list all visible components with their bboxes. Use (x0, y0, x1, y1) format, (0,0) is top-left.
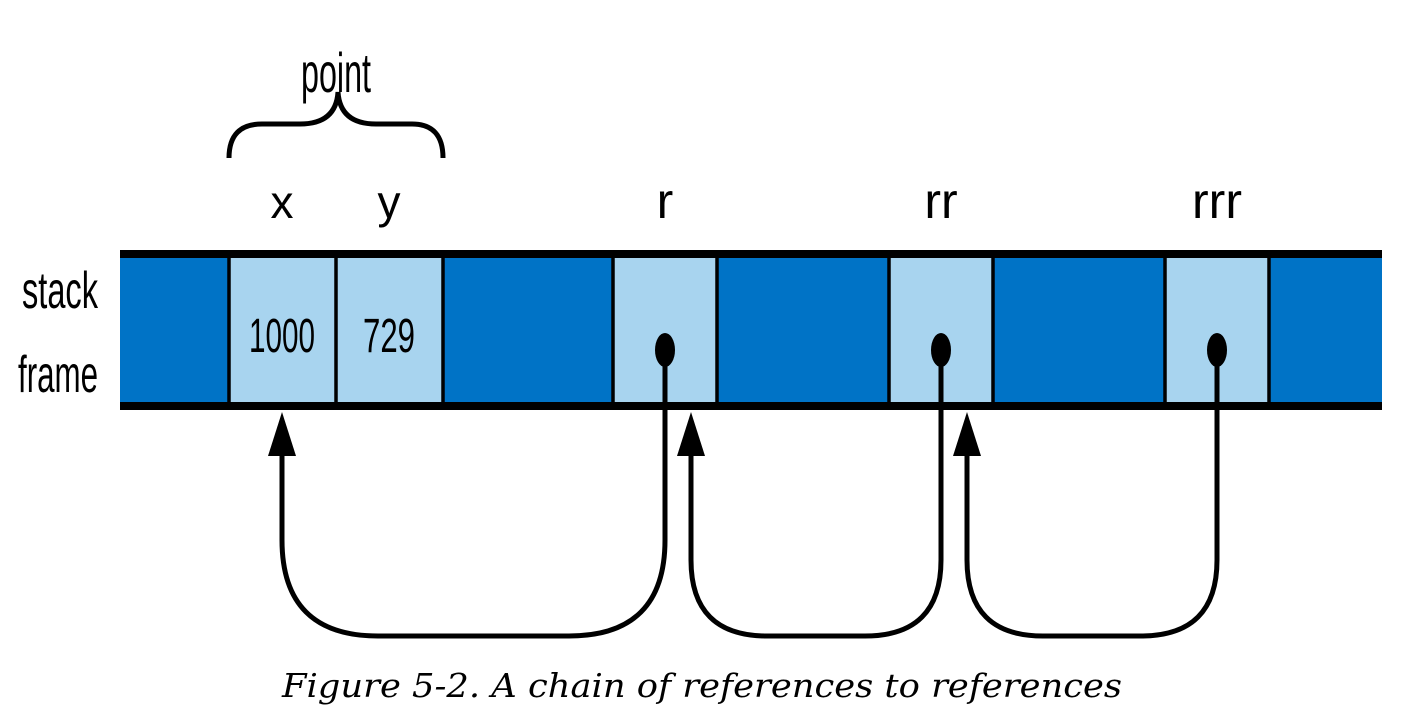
rr-to-r-arrow (688, 350, 944, 639)
arrowhead-rr (953, 412, 981, 456)
rrr-to-rr-arrow (964, 350, 1220, 639)
x-value: 1000 (249, 310, 315, 363)
frame-bottom-border (120, 402, 1382, 410)
y-label: y (378, 176, 401, 228)
stack-label: stack (22, 262, 99, 320)
arrowheads (268, 412, 981, 456)
figure-caption: Figure 5-2. A chain of references to ref… (281, 666, 1122, 705)
y-value: 729 (363, 310, 415, 363)
rrr-label: rrr (1192, 173, 1242, 229)
arrowhead-r (677, 412, 705, 456)
frame-top-border (120, 250, 1382, 258)
r-to-point-arrow (279, 350, 668, 639)
slot-dividers (227, 254, 1271, 406)
arrowhead-x (268, 412, 296, 456)
x-label: x (271, 176, 294, 228)
reference-arrows (279, 350, 1220, 639)
frame-label: frame (18, 346, 98, 404)
point-label: point (301, 41, 371, 104)
r-label: r (657, 173, 674, 229)
slot-x (229, 254, 336, 406)
rr-label: rr (924, 173, 957, 229)
slot-y (336, 254, 443, 406)
point-brace (226, 91, 446, 159)
